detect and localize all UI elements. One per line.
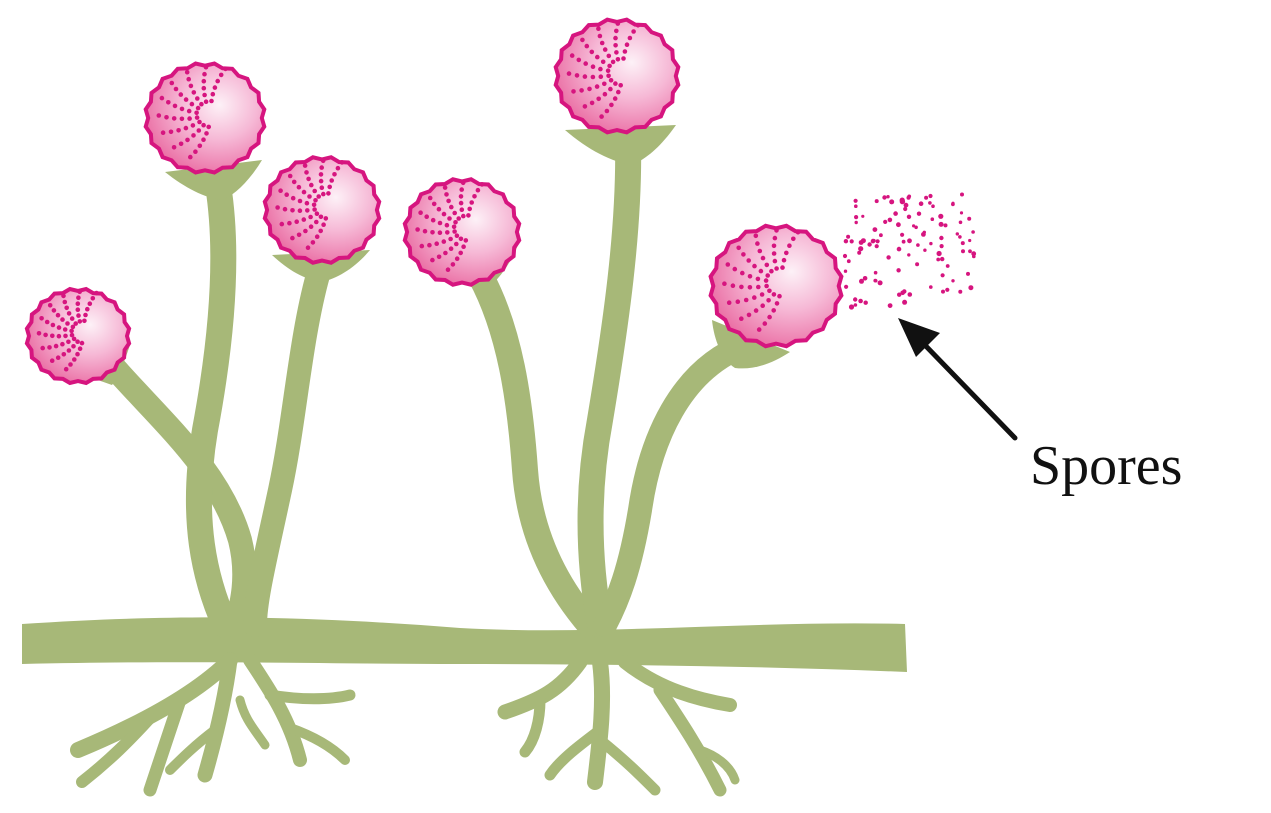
sporangium	[711, 226, 842, 346]
rhizoids-left	[78, 660, 350, 790]
sporangium	[556, 20, 679, 133]
sporangium	[27, 289, 129, 383]
sporangium	[146, 64, 265, 173]
spores-label: Spores	[1030, 435, 1182, 497]
sporangium	[265, 157, 379, 262]
rhizoids-right	[505, 662, 735, 790]
stolon	[22, 617, 907, 672]
sporangium	[405, 179, 519, 284]
released-spores	[843, 193, 976, 310]
spores-arrow	[898, 318, 1015, 438]
